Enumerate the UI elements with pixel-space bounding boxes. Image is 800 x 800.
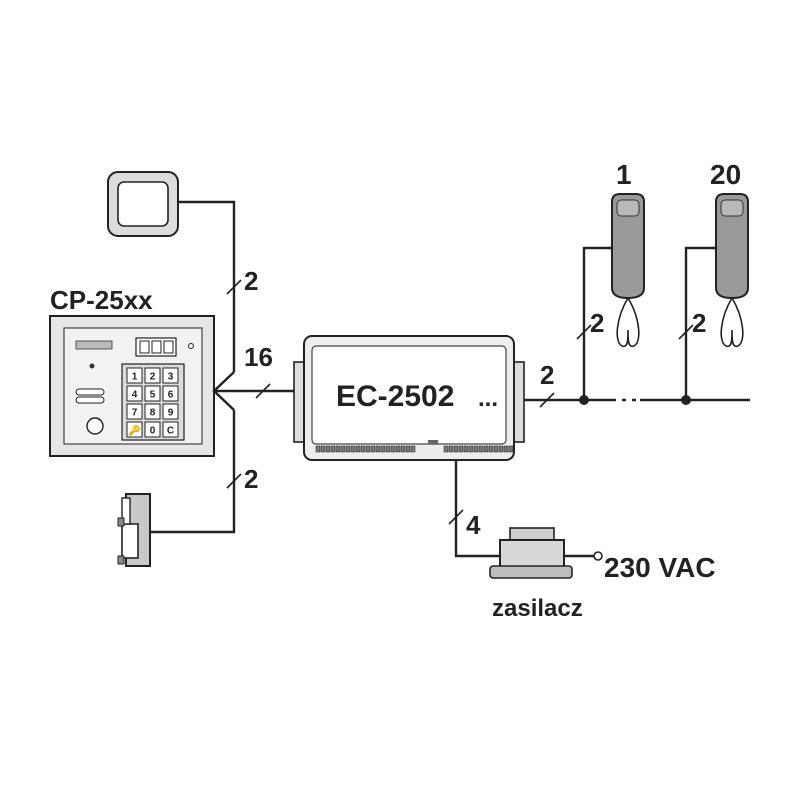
terminal-pin bbox=[335, 445, 341, 453]
keypad-key: 8 bbox=[144, 403, 161, 420]
junction-dot bbox=[579, 395, 589, 405]
terminal-pin bbox=[325, 445, 331, 453]
keypad-key: 9 bbox=[162, 403, 179, 420]
wire-count-lock: 2 bbox=[244, 464, 258, 494]
handset-1-label: 1 bbox=[616, 159, 632, 190]
keypad-key: 3 bbox=[162, 367, 179, 384]
keypad-key: C bbox=[162, 421, 179, 438]
keypad-key-label: 0 bbox=[150, 426, 156, 437]
controller-ellipsis: ... bbox=[478, 385, 498, 412]
terminal-pin bbox=[488, 445, 494, 453]
keypad-key: 6 bbox=[162, 385, 179, 402]
power-supply-label: zasilacz bbox=[492, 595, 583, 622]
terminal-pin bbox=[448, 445, 454, 453]
handset-20-label: 20 bbox=[710, 159, 741, 190]
keypad-key: 7 bbox=[126, 403, 143, 420]
panel-display bbox=[135, 337, 194, 357]
handset-earpiece-icon bbox=[616, 199, 640, 217]
terminal-pin bbox=[385, 445, 391, 453]
keypad-key-label: 4 bbox=[132, 390, 138, 401]
terminal-pin bbox=[458, 445, 464, 453]
controller-label: EC-2502 bbox=[336, 380, 454, 413]
status-led-icon bbox=[428, 440, 438, 444]
wire-count-button: 2 bbox=[244, 266, 258, 296]
electric-lock-device bbox=[117, 493, 151, 567]
controller-unit bbox=[293, 335, 525, 461]
mains-label: 230 VAC bbox=[604, 552, 716, 583]
terminal-pin bbox=[410, 445, 416, 453]
terminal-pin bbox=[380, 445, 386, 453]
terminal-pin bbox=[395, 445, 401, 453]
terminal-pin bbox=[340, 445, 346, 453]
handset-body bbox=[611, 193, 645, 300]
terminal-pin bbox=[320, 445, 326, 453]
keypad-key: 2 bbox=[144, 367, 161, 384]
terminal-pin bbox=[478, 445, 484, 453]
terminal-pin bbox=[508, 445, 514, 453]
terminal-pin bbox=[405, 445, 411, 453]
handset-body bbox=[715, 193, 749, 300]
power-supply bbox=[489, 527, 573, 579]
terminal-pin bbox=[360, 445, 366, 453]
exit-button-device bbox=[107, 171, 179, 237]
handset-20 bbox=[715, 193, 749, 348]
terminal-pin bbox=[400, 445, 406, 453]
keypad-key: 4 bbox=[126, 385, 143, 402]
junction-dot bbox=[681, 395, 691, 405]
speaker-grille-icon bbox=[75, 388, 105, 404]
terminal-pin bbox=[330, 445, 336, 453]
wire-count-power: 4 bbox=[466, 510, 481, 540]
wire-count-bus: 16 bbox=[244, 342, 273, 372]
terminal-pin bbox=[345, 445, 351, 453]
keypad-key: 5 bbox=[144, 385, 161, 402]
mains-terminal-icon bbox=[593, 551, 603, 561]
wiring bbox=[150, 200, 750, 561]
terminal-pin bbox=[453, 445, 459, 453]
keypad-key-label: 5 bbox=[150, 390, 156, 401]
wire-count-riser: 2 bbox=[540, 360, 554, 390]
terminal-pin bbox=[493, 445, 499, 453]
terminal-pin bbox=[365, 445, 371, 453]
terminal-pin bbox=[463, 445, 469, 453]
keypad-key-label: 3 bbox=[168, 372, 174, 383]
terminal-pin bbox=[498, 445, 504, 453]
keypad-key-label: 8 bbox=[150, 408, 156, 419]
keypad-key-label: 9 bbox=[168, 408, 174, 419]
keypad-key-label: 2 bbox=[150, 372, 156, 383]
keypad-key: 1 bbox=[126, 367, 143, 384]
keypad-key-label: 6 bbox=[168, 390, 174, 401]
keypad-key-label: 7 bbox=[132, 408, 138, 419]
reader-icon bbox=[86, 417, 104, 435]
panel-led-icon bbox=[89, 363, 95, 369]
terminal-pin bbox=[503, 445, 509, 453]
terminal-pin bbox=[355, 445, 361, 453]
terminal-strip bbox=[315, 445, 514, 453]
handset-1 bbox=[611, 193, 645, 348]
terminal-pin bbox=[350, 445, 356, 453]
handset-cord-icon bbox=[616, 297, 640, 348]
keypad-key-label: 🔑 bbox=[128, 424, 141, 437]
terminal-pin bbox=[315, 445, 321, 453]
wire-count-handset-1: 2 bbox=[590, 308, 604, 338]
panel-label: CP-25xx bbox=[50, 285, 153, 315]
keypad-key: 0 bbox=[144, 421, 161, 438]
keypad-key-label: 1 bbox=[132, 372, 138, 383]
keypad-key-label: C bbox=[167, 426, 174, 437]
terminal-pin bbox=[483, 445, 489, 453]
terminal-pin bbox=[473, 445, 479, 453]
terminal-pin bbox=[370, 445, 376, 453]
keypad-key: 🔑 bbox=[126, 421, 143, 438]
wire-count-handset-20: 2 bbox=[692, 308, 706, 338]
handset-earpiece-icon bbox=[720, 199, 744, 217]
terminal-pin bbox=[375, 445, 381, 453]
terminal-pin bbox=[443, 445, 449, 453]
terminal-pin bbox=[390, 445, 396, 453]
handset-cord-icon bbox=[720, 297, 744, 348]
terminal-pin bbox=[468, 445, 474, 453]
brand-logo bbox=[75, 340, 113, 350]
